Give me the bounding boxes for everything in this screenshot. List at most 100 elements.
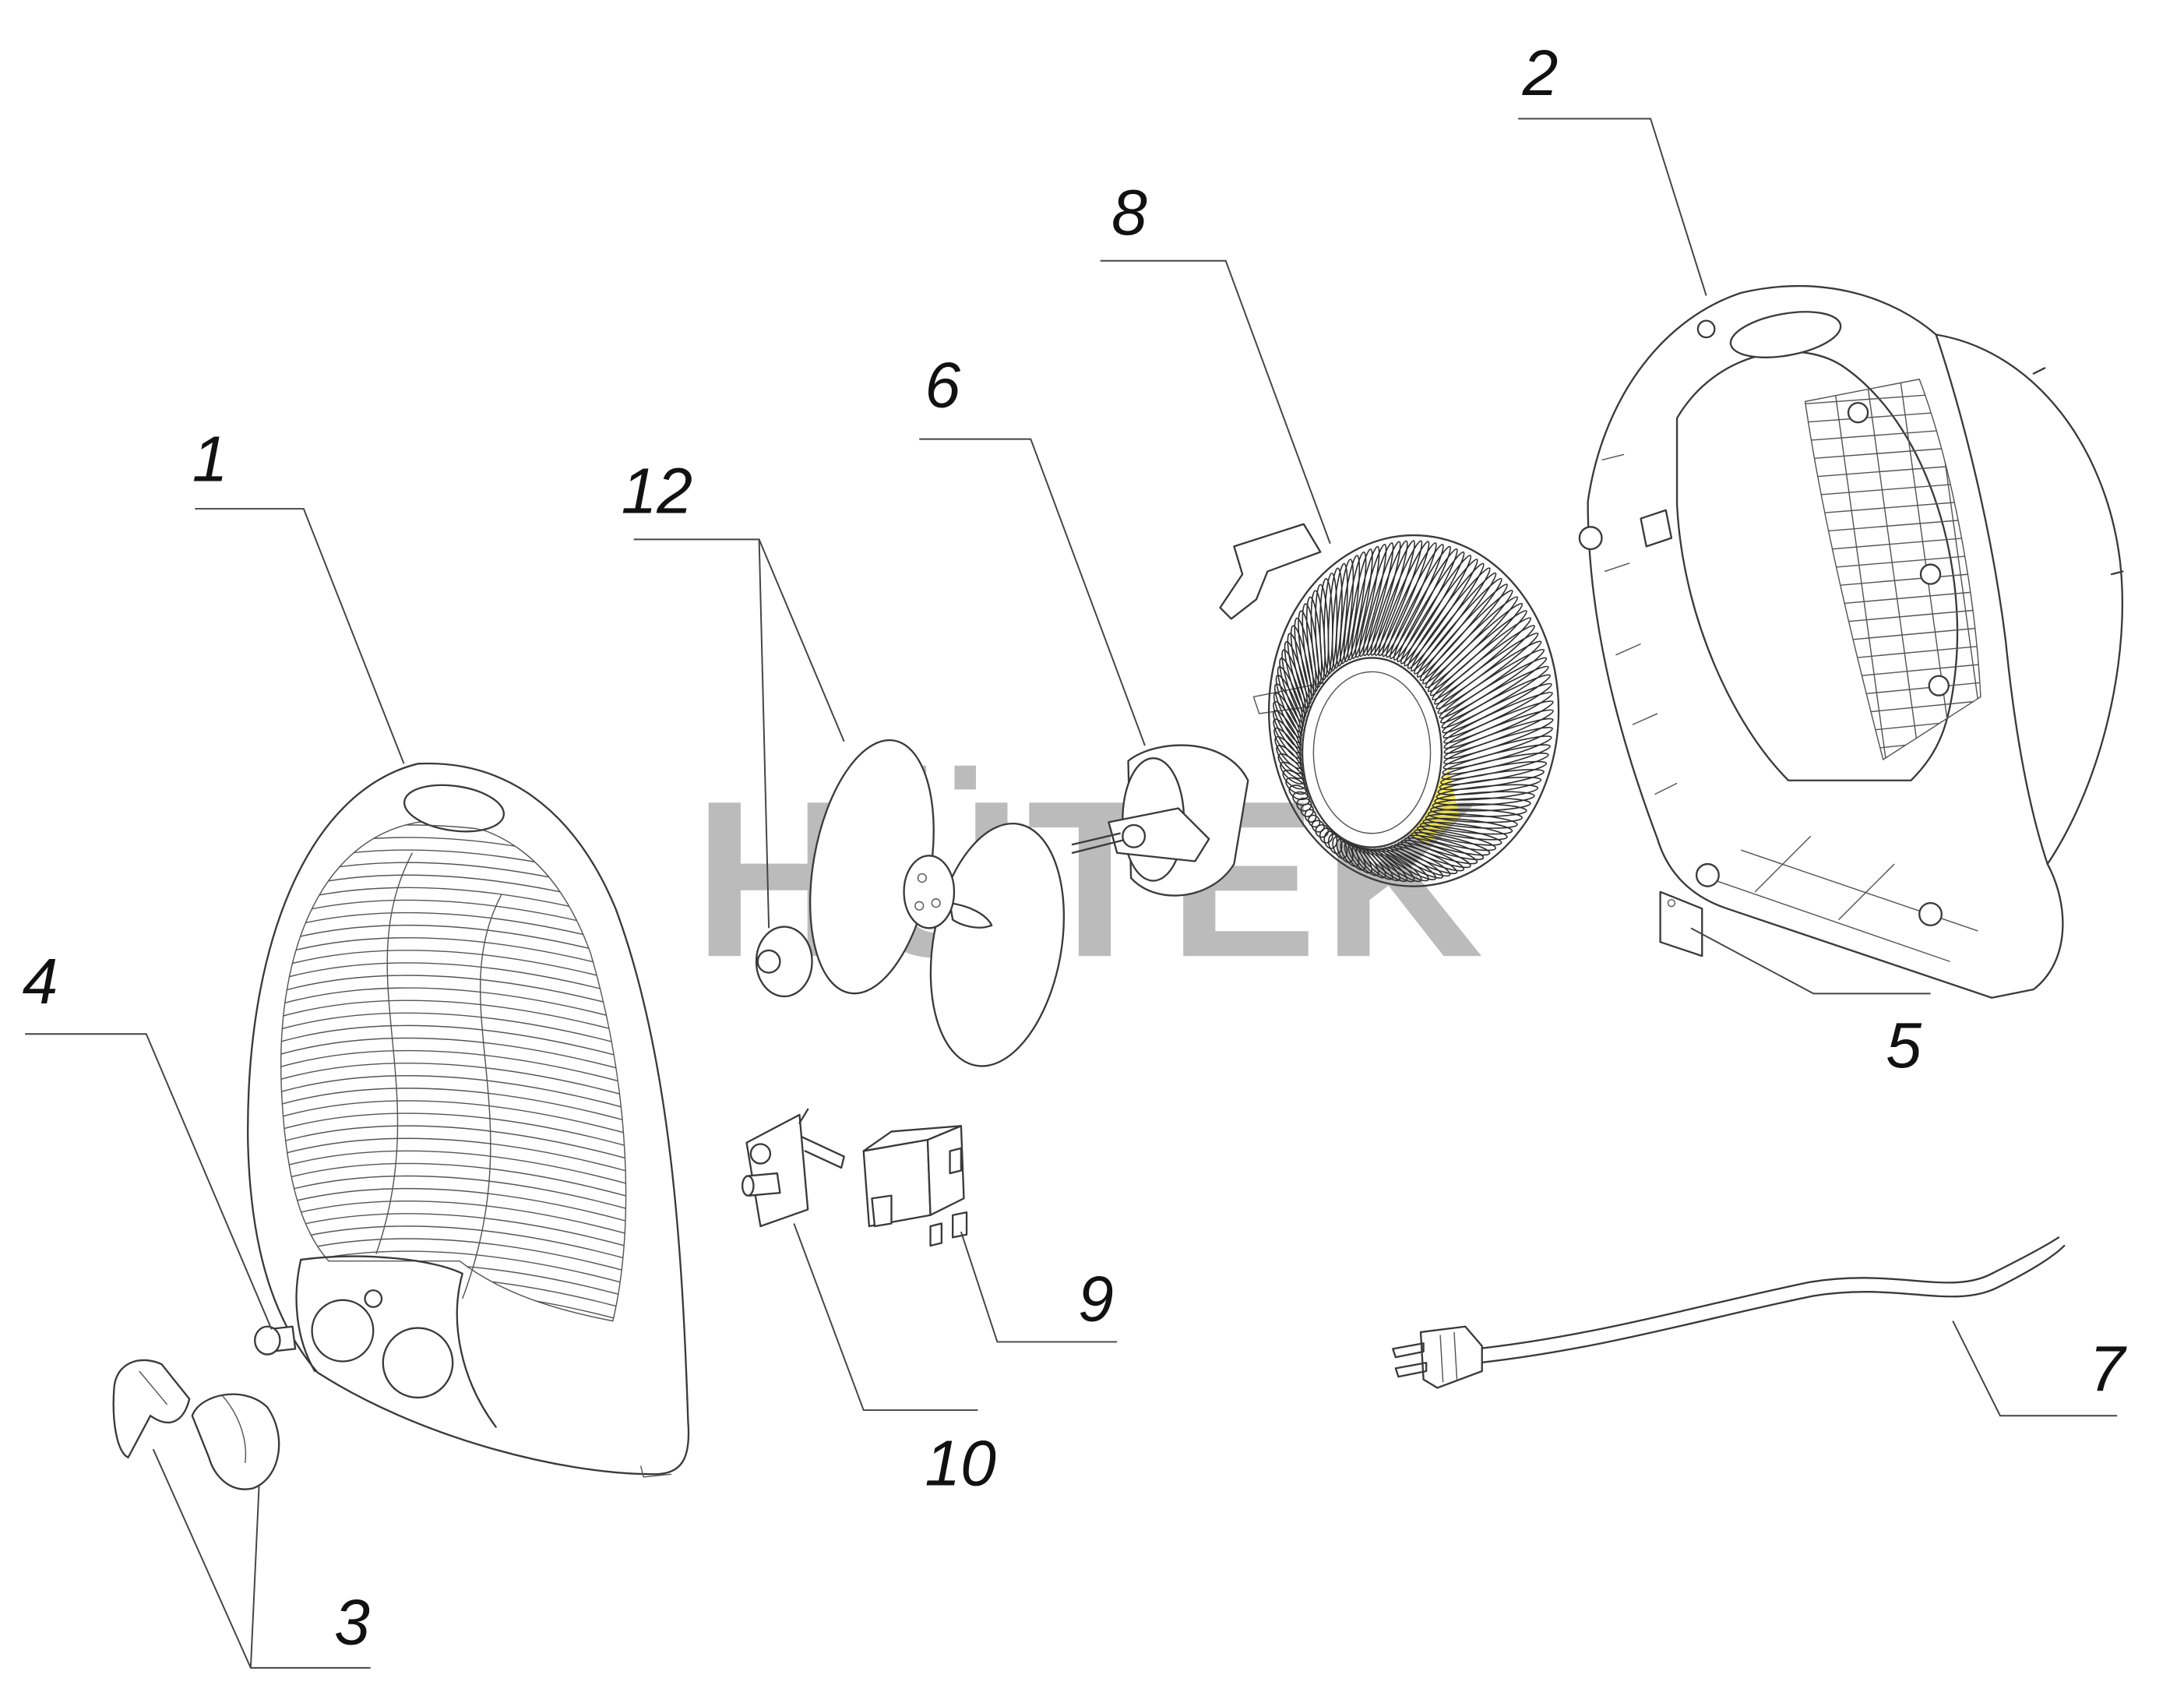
front-grill-outline	[247, 762, 690, 1476]
knob-right	[191, 1393, 280, 1490]
heater-coil-loop	[1335, 559, 1354, 667]
part-3-knobs	[112, 1359, 280, 1490]
heater-coil-loop	[1282, 769, 1306, 790]
fan-center-hub	[903, 855, 956, 929]
heater-coil-loop	[1416, 825, 1502, 846]
callout-12: 12	[622, 456, 693, 527]
plug-grip	[1439, 1331, 1458, 1383]
plug-body	[1419, 1325, 1483, 1389]
heater-inner-frame	[1312, 671, 1432, 834]
grill-slat	[280, 837, 626, 879]
heater-coil-loop	[1362, 541, 1401, 657]
heater-coil-loop	[1290, 625, 1312, 705]
rear-housing-base-tray	[1715, 835, 1978, 962]
leader-6	[919, 438, 1146, 746]
screw-boss	[1919, 563, 1942, 585]
switch-side	[926, 1125, 965, 1216]
heater-coil-loop	[1287, 633, 1310, 710]
knob-right-ridge	[222, 1395, 247, 1464]
grill-slat	[280, 1088, 626, 1130]
part-10-thermostat	[741, 1108, 845, 1228]
heater-coil-loop	[1439, 657, 1548, 724]
rear-housing-side-pin	[2032, 367, 2124, 576]
heater-coil-loop	[1339, 555, 1361, 665]
heater-mount-bracket	[1219, 523, 1322, 620]
heater-coil-loop	[1404, 559, 1478, 667]
heater-coil-loop	[1311, 820, 1325, 833]
part-12-fan-blade	[755, 739, 1066, 1067]
thermostat-shaft-end	[741, 1175, 755, 1197]
indicator-lamp-cap	[254, 1325, 281, 1356]
thermostat-arm	[798, 1108, 845, 1169]
part-6-motor	[1071, 744, 1249, 897]
grill-slat	[280, 911, 626, 954]
grill-slat	[280, 887, 626, 929]
callout-5: 5	[1886, 1010, 1922, 1081]
heater-coil-loop	[1374, 540, 1423, 656]
grill-slat	[280, 1162, 626, 1205]
heater-coil-loop	[1400, 839, 1471, 869]
heater-coil-loop	[1407, 834, 1485, 861]
callout-1: 1	[192, 424, 228, 495]
knob-socket-left	[311, 1299, 375, 1363]
heater-coil-loop	[1441, 665, 1549, 729]
callout-2: 2	[1522, 38, 1559, 109]
bracket-hole	[1667, 898, 1676, 908]
vent-rib	[1865, 379, 1923, 760]
cord-wire-upper	[1475, 1236, 2060, 1350]
fan-hub-hole	[917, 873, 927, 883]
callout-9: 9	[1078, 1264, 1114, 1335]
knob-left-ridge	[139, 1370, 168, 1405]
rear-housing-handle-slot	[1729, 311, 1842, 358]
leader-12-blade	[758, 539, 845, 742]
heater-coil-loop	[1437, 640, 1542, 714]
grill-slat	[280, 1049, 626, 1092]
fan-rear-hub	[755, 926, 813, 998]
fan-hub-hole	[914, 901, 925, 911]
grill-slat	[280, 1187, 626, 1230]
heater-coil-loop	[1323, 830, 1338, 849]
heater-coil-loop	[1429, 803, 1527, 817]
callout-8: 8	[1111, 178, 1147, 249]
heater-coil-loop	[1434, 791, 1535, 806]
grill-band-left	[375, 852, 413, 1255]
heater-coil-loop	[1284, 640, 1309, 714]
heater-coil-loop	[1411, 831, 1491, 856]
vent-rib	[1832, 379, 1890, 760]
heater-coil-loop	[1382, 542, 1437, 658]
grill-slat	[280, 1201, 626, 1243]
vent-slat	[1865, 697, 1981, 713]
part-2-rear-housing	[1578, 284, 2124, 999]
thermostat-stud	[749, 1143, 772, 1165]
grill-band-right	[462, 894, 502, 1299]
fan-hub-hole	[931, 898, 941, 908]
grill-slat	[280, 987, 626, 1029]
thermostat-bracket	[745, 1113, 809, 1228]
heater-coil-loop	[1419, 821, 1508, 841]
leader-4	[25, 1033, 273, 1330]
part-1-front-grill	[247, 762, 690, 1478]
heater-coil-loop	[1443, 691, 1553, 744]
leader-5	[1690, 927, 1931, 995]
heater-coil-loop	[1397, 551, 1465, 663]
heater-coil-loop	[1351, 545, 1380, 660]
leader-lines	[25, 118, 2118, 1669]
heater-coil-loop	[1435, 633, 1539, 710]
heater-coil-loop	[1443, 700, 1554, 749]
heater-coil-loop	[1439, 648, 1545, 719]
heater-coil-loop	[1432, 797, 1531, 812]
heater-coil-loop	[1279, 658, 1305, 724]
fan-blade-lower	[929, 822, 1066, 1067]
plug-prong-lower	[1394, 1362, 1428, 1378]
leader-8	[1100, 259, 1331, 545]
leader-1	[195, 508, 405, 764]
callout-numbers: 1 2 3 4 5 6 7 8 9 10 12	[23, 38, 2128, 1659]
screw-boss	[1695, 862, 1720, 887]
control-panel-outline	[295, 1255, 497, 1428]
heater-coil-loop	[1354, 544, 1387, 658]
leader-9	[960, 1231, 1118, 1343]
grill-slat	[280, 1125, 626, 1167]
knob-left	[112, 1359, 191, 1459]
switch-shaft	[871, 1194, 893, 1228]
heater-coil-loop	[1347, 548, 1373, 661]
